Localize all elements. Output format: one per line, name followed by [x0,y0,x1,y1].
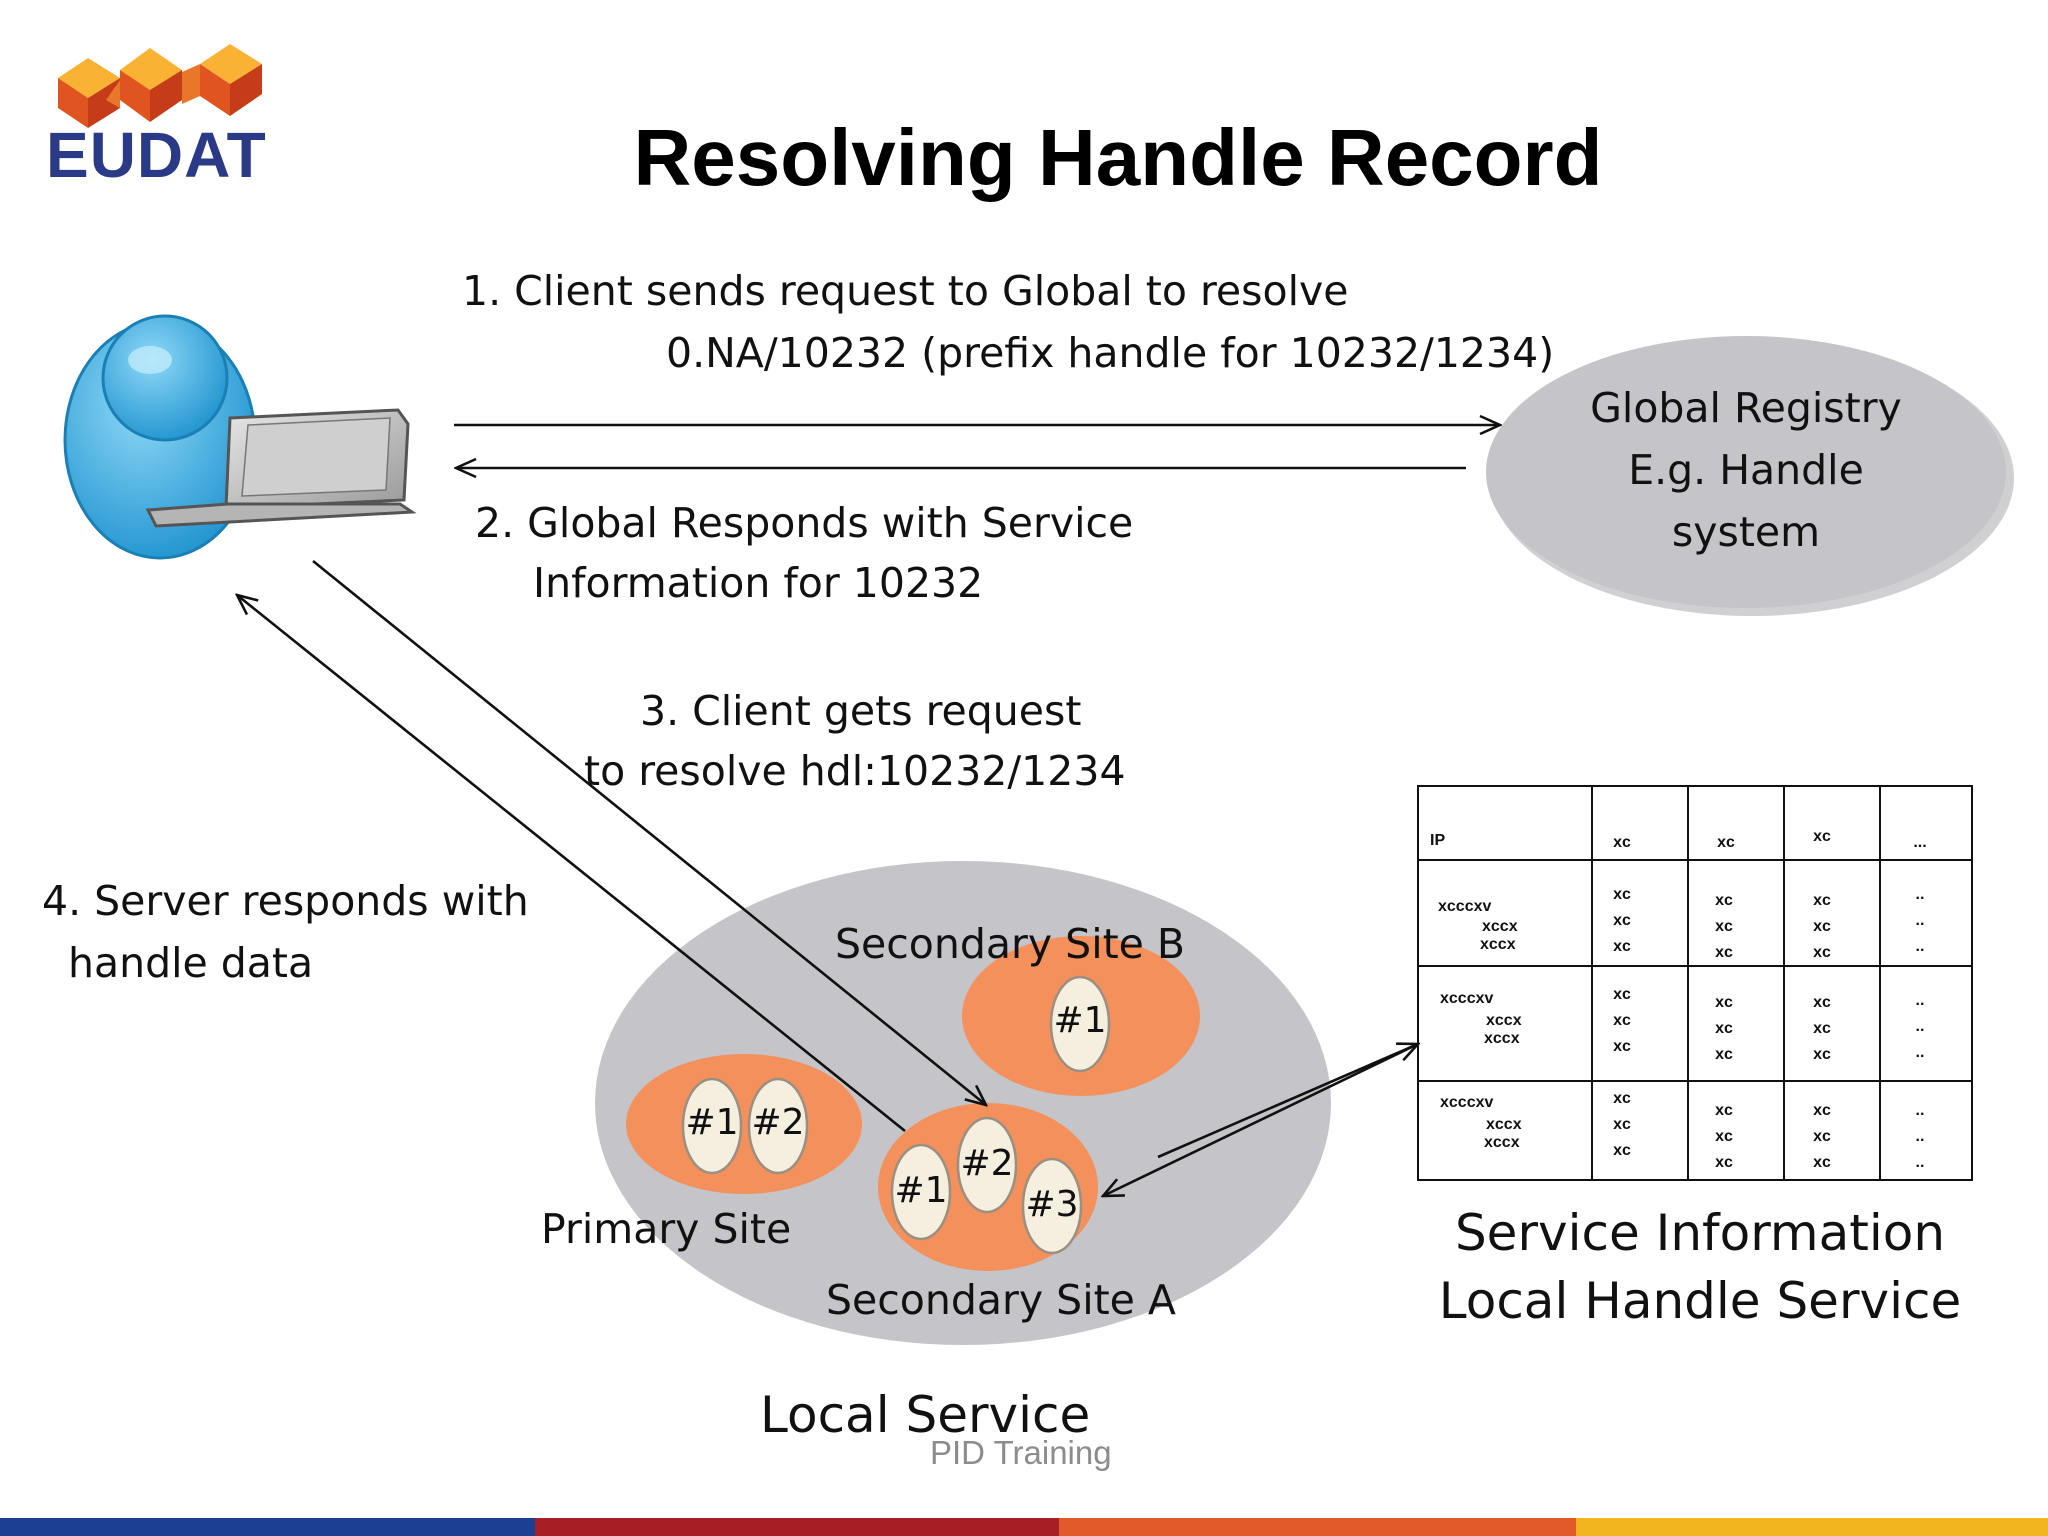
footer-pid-training: PID Training [930,1434,1112,1471]
step1-line1: 1. Client sends request to Global to res… [462,267,1349,315]
secondary-site-a-label: Secondary Site A [826,1276,1176,1324]
step3-line2: to resolve hdl:10232/1234 [584,747,1126,795]
arrow-request-local [312,559,986,1105]
global-registry-ellipse [1486,336,2006,608]
table-header-ip: IP [1430,832,1446,849]
service-info-table-grid [1417,785,1973,1181]
table-row2-c5-2: .. [1915,1018,1925,1035]
table-row3-c4-2: xc [1813,1128,1831,1145]
table-row2-c4-2: xc [1813,1020,1831,1037]
table-row2-ip-3: xccx [1484,1030,1520,1047]
table-row1-c4-1: xc [1813,892,1831,909]
step2-line2: Information for 10232 [533,559,984,607]
table-row1-ip-1: xcccxv [1438,898,1492,915]
secondary-b-node-1-label: #1 [1053,1000,1107,1041]
table-row3-c4-3: xc [1813,1154,1831,1171]
step4-line1: 4. Server responds with [42,877,529,925]
table-row2-c2-1: xc [1613,986,1631,1003]
page-title: Resolving Handle Record [633,113,1603,202]
table-row3-ip-3: xccx [1484,1134,1520,1151]
secondary-a-node-2 [956,1116,1018,1214]
step1-line2: 0.NA/10232 (prefix handle for 10232/1234… [666,329,1555,377]
table-row3-c5-3: .. [1915,1154,1925,1171]
table-row2-c2-3: xc [1613,1038,1631,1055]
global-registry-line1: Global Registry [1590,384,1902,432]
logo-cubes [58,44,262,128]
step2-line1: 2. Global Responds with Service [475,499,1134,547]
table-row2-c2-2: xc [1613,1012,1631,1029]
user-with-laptop-icon [63,314,417,560]
table-row3-c3-3: xc [1715,1154,1733,1171]
table-row1-c4-3: xc [1813,944,1831,961]
local-service-label: Local Service [760,1386,1091,1444]
table-row2-c3-2: xc [1715,1020,1733,1037]
table-row3-ip-1: xcccxv [1440,1094,1494,1111]
table-row1-c2-2: xc [1613,912,1631,929]
table-header-col3: xc [1717,834,1735,851]
table-row3-ip-2: xccx [1486,1116,1522,1133]
table-row2-c5-3: .. [1915,1044,1925,1061]
primary-node-1 [681,1077,743,1175]
step4-line2: handle data [68,939,314,987]
table-row1-c3-1: xc [1715,892,1733,909]
table-row3-c2-3: xc [1613,1142,1631,1159]
table-row2-c4-3: xc [1813,1046,1831,1063]
table-row1-c5-3: .. [1915,938,1925,955]
secondary-a-node-2-label: #2 [960,1143,1014,1184]
table-row1-c2-1: xc [1613,886,1631,903]
primary-node-1-label: #1 [685,1102,739,1143]
table-row1-ip-3: xccx [1480,936,1516,953]
table-row1-c2-3: xc [1613,938,1631,955]
primary-site-label: Primary Site [541,1205,792,1253]
table-row3-c2-2: xc [1613,1116,1631,1133]
table-row2-c3-1: xc [1715,994,1733,1011]
table-row1-c3-3: xc [1715,944,1733,961]
secondary-b-node-1 [1049,975,1111,1073]
secondary-a-node-1 [890,1143,952,1241]
table-row3-c3-2: xc [1715,1128,1733,1145]
table-row2-c3-3: xc [1715,1046,1733,1063]
arrow-service-info-a [1157,1044,1418,1159]
table-row3-c4-1: xc [1813,1102,1831,1119]
primary-site-ellipse [626,1054,862,1194]
table-row3-c2-1: xc [1613,1090,1631,1107]
table-header-col4: xc [1813,828,1831,845]
table-row1-c5-2: .. [1915,912,1925,929]
table-row3-c5-1: .. [1915,1102,1925,1119]
secondary-a-node-3-label: #3 [1025,1184,1079,1225]
arrow-response-client [237,595,906,1133]
table-header-col5: ... [1913,834,1927,851]
footer-bar-red [535,1518,1059,1536]
secondary-a-node-3 [1021,1157,1083,1255]
global-registry-line2: E.g. Handle [1628,446,1864,494]
table-row1-c3-2: xc [1715,918,1733,935]
arrow-service-info-b [1103,1042,1419,1196]
table-row2-ip-2: xccx [1486,1012,1522,1029]
table-row2-c4-1: xc [1813,994,1831,1011]
primary-node-2 [747,1077,809,1175]
table-row2-ip-1: xcccxv [1440,990,1494,1007]
table-row1-ip-2: xccx [1482,918,1518,935]
step3-line1: 3. Client gets request [640,687,1082,735]
table-row1-c4-2: xc [1813,918,1831,935]
global-registry-line3: system [1671,508,1821,556]
table-row3-c5-2: .. [1915,1128,1925,1145]
primary-node-2-label: #2 [751,1102,805,1143]
secondary-a-node-1-label: #1 [894,1170,948,1211]
footer-bar-blue [0,1518,535,1536]
table-row1-c5-1: .. [1915,886,1925,903]
service-info-caption-line2: Local Handle Service [1438,1272,1962,1330]
eudat-logo: EUDAT [46,119,267,191]
footer-bar-yellow [1576,1518,2048,1536]
table-row3-c3-1: xc [1715,1102,1733,1119]
secondary-site-b-label: Secondary Site B [835,920,1186,968]
table-row2-c5-1: .. [1915,992,1925,1009]
footer-bar-orange [1059,1518,1576,1536]
table-header-col2: xc [1613,834,1631,851]
service-info-caption-line1: Service Information [1454,1204,1946,1262]
